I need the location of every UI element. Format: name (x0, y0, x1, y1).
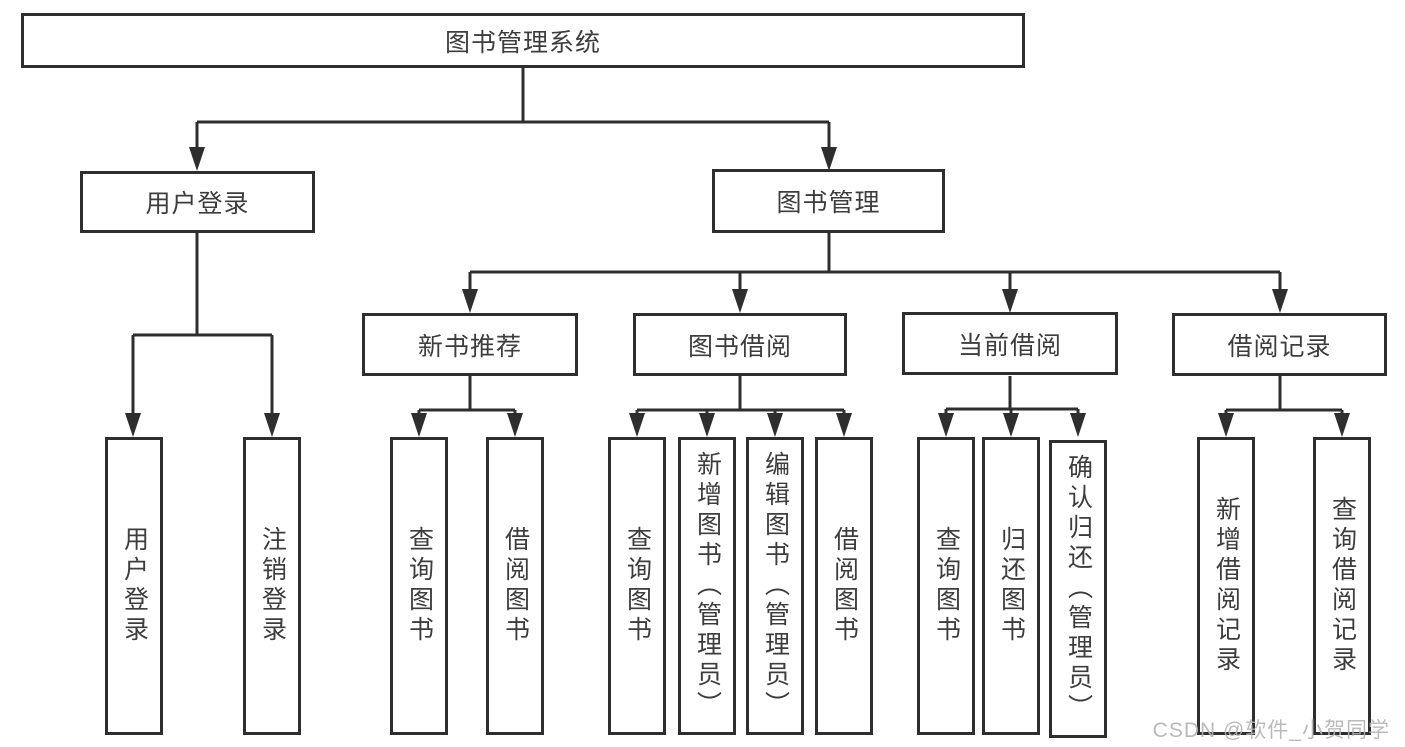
leaf-newbook-borrow-books: 借阅图书 (486, 437, 544, 735)
watermark: CSDN @软件_小贺同学 (1152, 719, 1390, 742)
arrowhead-down-icon (411, 413, 427, 437)
node-root-label: 图书管理系统 (444, 28, 601, 57)
leaf-newbook-query-books: 查询图书 (390, 437, 448, 735)
arrowhead-down-icon (767, 413, 783, 437)
leaf-records-add-record-label: 新增借阅记录 (1212, 496, 1241, 676)
leaf-borrow-add-books-admin-label: 新增图书（管理员） (693, 451, 722, 721)
leaf-borrow-edit-books-admin: 编辑图书（管理员） (746, 437, 804, 735)
leaf-borrow-add-books-admin: 新增图书（管理员） (678, 437, 736, 735)
arrowhead-down-icon (125, 413, 141, 437)
node-new-book-recommendation-label: 新书推荐 (417, 332, 522, 361)
leaf-logout-label: 注销登录 (258, 526, 287, 646)
arrowhead-down-icon (1002, 289, 1018, 313)
leaf-current-confirm-return-admin: 确认归还（管理员） (1049, 440, 1107, 738)
leaf-current-return-books-label: 归还图书 (997, 526, 1026, 646)
node-borrowing-records-label: 借阅记录 (1227, 332, 1332, 361)
node-book-management: 图书管理 (712, 169, 945, 233)
leaf-borrow-borrow-books-label: 借阅图书 (830, 526, 859, 646)
connector-root-to-level2 (195, 68, 831, 150)
arrowhead-down-icon (629, 413, 645, 437)
connector-user-login-to-children (131, 233, 274, 416)
arrowhead-down-icon (1070, 413, 1086, 437)
arrowhead-down-icon (1003, 413, 1019, 437)
node-new-book-recommendation: 新书推荐 (362, 313, 578, 376)
leaf-borrow-query-books-label: 查询图书 (623, 526, 652, 646)
node-book-management-label: 图书管理 (776, 189, 881, 217)
leaf-current-return-books: 归还图书 (982, 437, 1040, 735)
node-borrowing-records: 借阅记录 (1172, 313, 1387, 376)
node-current-borrowing: 当前借阅 (902, 312, 1118, 375)
arrowhead-down-icon (938, 413, 954, 437)
arrowhead-down-icon (264, 413, 280, 437)
connector-borrow-records-to-children (1224, 376, 1344, 416)
node-book-borrowing: 图书借阅 (633, 313, 847, 376)
connector-book-borrow-to-children (635, 376, 846, 416)
arrowhead-down-icon (1272, 289, 1288, 313)
leaf-records-add-record: 新增借阅记录 (1197, 437, 1255, 735)
arrowhead-down-icon (462, 289, 478, 313)
arrowhead-down-icon (836, 413, 852, 437)
arrowhead-down-icon (821, 147, 837, 171)
leaf-current-query-books: 查询图书 (917, 437, 975, 735)
arrowhead-down-icon (507, 413, 523, 437)
arrowhead-down-icon (1218, 413, 1234, 437)
node-current-borrowing-label: 当前借阅 (957, 331, 1062, 360)
node-root: 图书管理系统 (21, 13, 1025, 68)
arrowhead-down-icon (732, 289, 748, 313)
leaf-user-login: 用户登录 (105, 437, 163, 735)
leaf-newbook-borrow-books-label: 借阅图书 (501, 526, 530, 646)
leaf-borrow-borrow-books: 借阅图书 (815, 437, 873, 735)
leaf-current-confirm-return-admin-label: 确认归还（管理员） (1064, 454, 1093, 724)
node-book-borrowing-label: 图书借阅 (687, 332, 792, 361)
arrowhead-down-icon (189, 147, 205, 171)
connector-book-management-to-level3 (468, 233, 1282, 292)
node-user-login: 用户登录 (80, 171, 315, 233)
leaf-logout: 注销登录 (243, 437, 301, 735)
leaf-records-query-record: 查询借阅记录 (1313, 437, 1371, 735)
leaf-borrow-edit-books-admin-label: 编辑图书（管理员） (761, 451, 790, 721)
connector-new-book-to-children (417, 376, 517, 416)
leaf-user-login-label: 用户登录 (120, 526, 149, 646)
node-user-login-label: 用户登录 (145, 190, 250, 218)
leaf-borrow-query-books: 查询图书 (608, 437, 666, 735)
arrowhead-down-icon (699, 413, 715, 437)
leaf-newbook-query-books-label: 查询图书 (405, 526, 434, 646)
leaf-records-query-record-label: 查询借阅记录 (1328, 496, 1357, 676)
leaf-current-query-books-label: 查询图书 (932, 526, 961, 646)
connector-current-borrow-to-children (944, 376, 1080, 416)
arrowhead-down-icon (1334, 413, 1350, 437)
